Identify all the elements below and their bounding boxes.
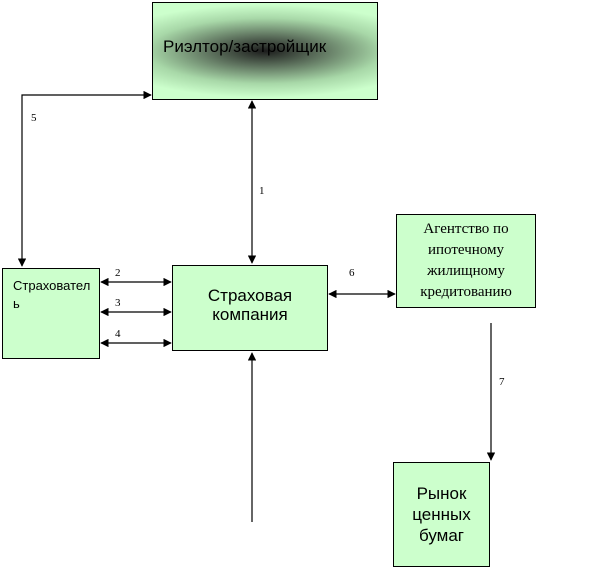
securities-market-node: Рынок ценных бумаг — [393, 462, 490, 567]
edge-label-6: 6 — [349, 267, 355, 279]
insurance-company-label: Страховая компания — [207, 286, 293, 324]
insurance-company-node: Страховая компания — [172, 265, 328, 351]
edge-label-4: 4 — [115, 328, 121, 340]
edge-label-5: 5 — [31, 112, 37, 124]
connector-5 — [17, 90, 152, 267]
securities-market-label: Рынок ценных бумаг — [412, 484, 471, 545]
edge-label-1: 1 — [259, 185, 265, 197]
policyholder-label: Страхователь — [13, 278, 91, 311]
mortgage-agency-label: Агентство по ипотечному жилищному кредит… — [420, 221, 512, 300]
edge-label-7: 7 — [499, 376, 505, 388]
realtor-developer-node: Риэлтор/застройщик — [152, 2, 378, 100]
edge-label-2: 2 — [115, 267, 121, 279]
policyholder-node: Страхователь — [2, 268, 100, 359]
edge-label-3: 3 — [115, 297, 121, 309]
mortgage-agency-node: Агентство по ипотечному жилищному кредит… — [396, 214, 536, 308]
realtor-developer-label: Риэлтор/застройщик — [163, 37, 327, 56]
